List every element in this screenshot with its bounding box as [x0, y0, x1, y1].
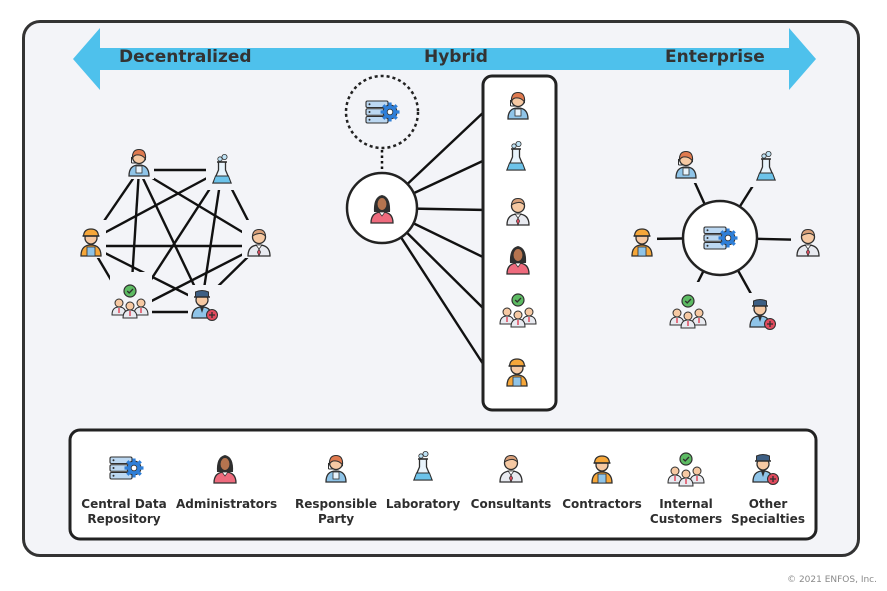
legend-label-other-specialties: Other Specialties — [731, 497, 805, 526]
enterprise-network — [627, 145, 825, 333]
enterprise-node-responsible-party — [671, 145, 701, 183]
legend-label-consultants: Consultants — [470, 497, 552, 511]
legend-label-responsible-party: Responsible Party — [295, 497, 377, 526]
enterprise-node-internal-customers — [666, 282, 710, 332]
decentral-node-responsible-party — [124, 143, 154, 179]
legend-label-contractors: Contractors — [562, 497, 642, 511]
decentralized-network — [76, 143, 276, 325]
enterprise-node-consultant — [791, 222, 825, 258]
decentral-node-laboratory — [206, 148, 238, 190]
hybrid-stakeholder-column — [481, 74, 558, 412]
enterprise-node-other-specialties — [746, 293, 784, 333]
hybrid-network — [344, 74, 558, 412]
spectrum-label-decentralized: Decentralized — [119, 47, 252, 67]
decentral-node-consultant — [242, 220, 276, 258]
enterprise-node-contractor — [627, 220, 657, 258]
spectrum-label-enterprise: Enterprise — [665, 47, 765, 67]
legend-box — [68, 428, 818, 541]
decentral-node-other-specialties — [188, 285, 226, 325]
decentral-node-contractor — [76, 220, 106, 258]
legend-label-administrators: Administrators — [176, 497, 278, 511]
spectrum-arrow — [73, 28, 816, 90]
copyright-text: © 2021 ENFOS, Inc. — [787, 575, 877, 585]
decentral-node-internal-customers — [110, 272, 152, 322]
legend-label-laboratory: Laboratory — [385, 497, 461, 511]
legend-label-central-data-repository: Central Data Repository — [81, 497, 167, 526]
legend-label-internal-customers: Internal Customers — [649, 497, 723, 526]
spectrum-label-hybrid: Hybrid — [424, 47, 488, 67]
enterprise-node-laboratory — [750, 145, 782, 187]
